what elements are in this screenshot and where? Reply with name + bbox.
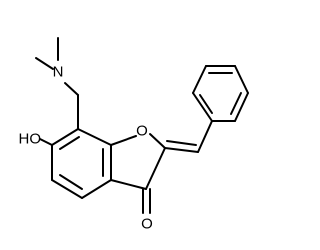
bond-ph4: [234, 65, 249, 94]
bond-c7-c6-inner: [59, 136, 80, 150]
bond-c5-c4-inner: [59, 174, 83, 190]
bond-c7-c6: [51, 128, 79, 146]
bond-c2-c3: [145, 147, 166, 190]
bond-c6-hydroxyl: [39, 138, 53, 146]
furanone-ring: [110, 133, 166, 214]
bond-ph5: [234, 92, 249, 122]
bond-c5-c4: [51, 179, 83, 199]
phenyl-ring: [192, 65, 249, 122]
molecule-structure-diagram: N HO O O: [19, 37, 249, 233]
hydroxyl-label: HO: [19, 131, 42, 148]
bond-ph1: [192, 92, 213, 122]
bond-c2-exo-inner: [166, 140, 197, 146]
bond-exo-phenyl: [197, 120, 213, 153]
bond-c3-c3a: [110, 179, 147, 190]
bond-ph1-inner: [199, 94, 213, 114]
bond-c2-exo-outer: [164, 147, 199, 153]
bond-methyl-left: [35, 57, 54, 70]
ring-oxygen-label: O: [136, 123, 148, 140]
nitrogen-label: N: [53, 64, 64, 81]
bond-ph5-inner: [230, 92, 242, 115]
carbonyl-oxygen-label: O: [141, 216, 153, 233]
bond-c7a-o1: [110, 135, 137, 146]
bond-c4-c3a: [81, 179, 112, 199]
benzylidene-linker: [164, 120, 213, 153]
dimethylaminomethyl-group: [35, 37, 79, 130]
bond-n-ch2: [64, 82, 79, 96]
bond-o1-c2: [149, 133, 166, 149]
bond-c7a-c7: [77, 128, 112, 146]
benzofuranone-benzene-ring: [51, 128, 112, 199]
bond-ph2: [192, 65, 207, 94]
